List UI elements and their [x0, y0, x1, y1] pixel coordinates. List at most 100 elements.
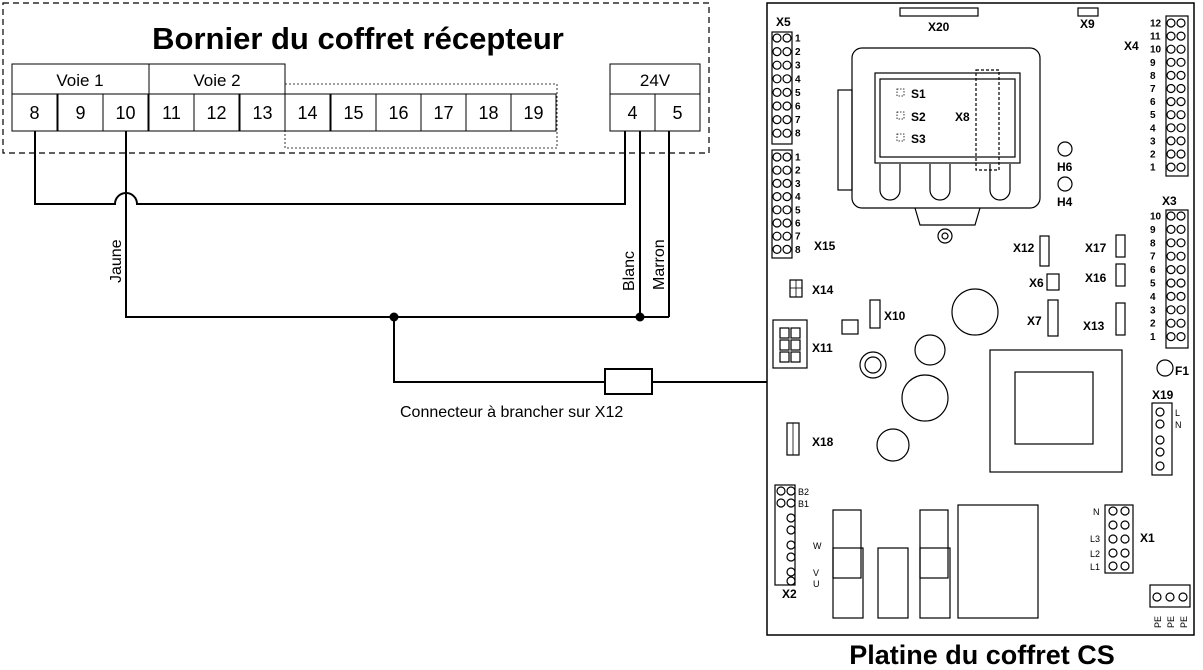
x5pins-pin-8 — [772, 128, 782, 138]
label-x15: X15 — [814, 239, 836, 253]
x15pins-pin-inner-4 — [782, 192, 792, 202]
x5pins-pin-label-8: 8 — [795, 129, 801, 140]
x4pins-pin-1 — [1166, 162, 1176, 172]
terminal-label-18: 18 — [478, 103, 498, 123]
label-x8: X8 — [955, 110, 970, 124]
x5pins-pin-4 — [772, 74, 782, 84]
connector-caption: Connecteur à brancher sur X12 — [400, 404, 623, 421]
label-h6: H6 — [1057, 160, 1073, 174]
x4pins-pin-label-4: 4 — [1150, 123, 1156, 134]
x2-pin-v: V — [813, 568, 819, 578]
x4pins-pin-3 — [1166, 136, 1176, 146]
connector-x16 — [1115, 263, 1126, 287]
x4pins-pin-11 — [1166, 31, 1176, 41]
receiver-title: Bornier du coffret récepteur — [152, 21, 564, 56]
x15pins-pin-label-5: 5 — [795, 205, 801, 216]
x5pins-pin-label-4: 4 — [795, 74, 801, 85]
power-terminal-label-4: 4 — [627, 103, 637, 123]
x5pins-pin-3 — [772, 60, 782, 70]
x4pins-pin-label-7: 7 — [1150, 84, 1156, 95]
label-s3: S3 — [911, 132, 926, 146]
x4pins-pin-label-3: 3 — [1150, 136, 1156, 147]
x1-pin-n: N — [1093, 507, 1100, 517]
terminal-box-14 — [284, 93, 331, 132]
switch-s3 — [896, 133, 905, 142]
x5pins-pin-label-6: 6 — [795, 102, 801, 113]
x3pins-pin-inner-3 — [1176, 305, 1186, 315]
x3pins-pin-inner-9 — [1176, 224, 1186, 234]
connector-x10 — [869, 299, 881, 329]
x4pins-pin-inner-2 — [1176, 149, 1186, 159]
x3pins-pin-inner-8 — [1176, 238, 1186, 248]
terminal-label-8: 8 — [29, 103, 39, 123]
x4pins-pin-inner-11 — [1176, 31, 1186, 41]
connector-pe — [1149, 584, 1191, 608]
connector-x1 — [1104, 504, 1134, 574]
connector-x17 — [1115, 234, 1126, 258]
label-x16: X16 — [1085, 271, 1107, 285]
x3pins-pin-inner-6 — [1176, 265, 1186, 275]
x4pins-pin-label-9: 9 — [1150, 58, 1156, 69]
label-x10: X10 — [884, 309, 906, 323]
x3pins-pin-label-4: 4 — [1150, 292, 1156, 303]
group-voie2-label: Voie 2 — [193, 71, 240, 90]
x2-pin-u: U — [813, 579, 820, 589]
label-blanc: Blanc — [621, 251, 638, 291]
label-x20: X20 — [928, 20, 950, 34]
display-module — [837, 47, 1041, 244]
x15pins-pin-inner-5 — [782, 205, 792, 215]
x1-pin-l2: L2 — [1090, 549, 1100, 559]
x5pins-pin-label-1: 1 — [795, 34, 801, 45]
terminal-label-15: 15 — [343, 103, 363, 123]
terminal-label-16: 16 — [388, 103, 408, 123]
x4pins-pin-2 — [1166, 149, 1176, 159]
cs-board-outline — [766, 2, 1195, 636]
relay-1 — [832, 509, 862, 579]
label-x19: X19 — [1152, 388, 1174, 402]
x15pins-pin-1 — [772, 152, 782, 162]
x3pins-pin-7 — [1166, 251, 1176, 261]
terminal-label-11: 11 — [162, 103, 181, 123]
x4pins-pin-inner-3 — [1176, 136, 1186, 146]
relay-4 — [877, 547, 909, 619]
x4pins-pin-label-11: 11 — [1150, 32, 1161, 43]
relay-5 — [919, 547, 951, 619]
x5pins-pin-inner-8 — [782, 128, 792, 138]
relay-2 — [919, 509, 949, 579]
x5pins-pin-inner-3 — [782, 60, 792, 70]
group-24v-box — [609, 63, 701, 95]
x4pins-pin-12 — [1166, 18, 1176, 28]
group-voie1-box — [11, 63, 150, 95]
x15pins-pin-7 — [772, 231, 782, 241]
x4pins-pin-inner-10 — [1176, 44, 1186, 54]
connector-x6 — [1046, 273, 1060, 291]
x3pins-pin-8 — [1166, 238, 1176, 248]
x3pins-pin-label-2: 2 — [1150, 319, 1156, 330]
x3pins-pin-inner-4 — [1176, 291, 1186, 301]
label-s2: S2 — [911, 110, 926, 124]
x15pins-pin-label-4: 4 — [795, 192, 801, 203]
terminal-box-12 — [193, 93, 240, 132]
x5pins-pin-label-7: 7 — [795, 115, 801, 126]
label-x17: X17 — [1085, 241, 1107, 255]
x3pins-pin-5 — [1166, 278, 1176, 288]
terminal-box-11 — [148, 93, 195, 132]
x3pins-pin-inner-5 — [1176, 278, 1186, 288]
x15pins-pin-inner-7 — [782, 231, 792, 241]
component-round-small2 — [876, 428, 910, 462]
x1-pin-l3: L3 — [1090, 534, 1100, 544]
x4pins-pin-inner-4 — [1176, 123, 1186, 133]
switch-s2 — [896, 111, 905, 120]
label-marron: Marron — [651, 239, 668, 290]
x5pins-pin-7 — [772, 114, 782, 125]
terminal-box-18 — [465, 93, 512, 132]
x2-pin-b1: B1 — [798, 499, 809, 509]
x3pins-pin-4 — [1166, 291, 1176, 301]
x3pins-pin-label-1: 1 — [1150, 332, 1156, 343]
x3pins-pin-label-6: 6 — [1150, 265, 1156, 276]
x3pins-pin-inner-7 — [1176, 251, 1186, 261]
terminal-label-12: 12 — [206, 103, 226, 123]
x3pins-pin-label-9: 9 — [1150, 225, 1156, 236]
